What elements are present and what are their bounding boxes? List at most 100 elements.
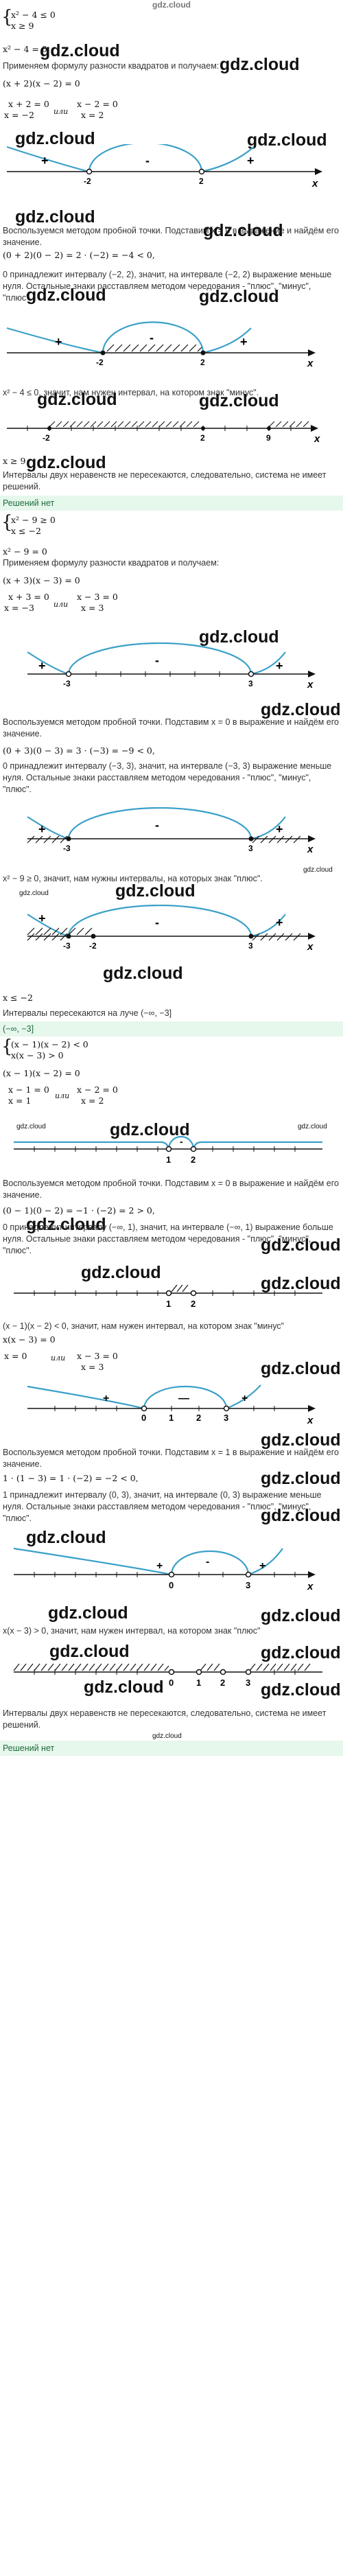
tick-marks (34, 1290, 296, 1296)
axis-label: x (307, 844, 314, 855)
point (220, 1669, 226, 1675)
tick-marks (34, 1146, 296, 1152)
root-eq: x − 3 = 0 (77, 1351, 118, 1361)
tick-marks (54, 1406, 275, 1411)
paragraph: Интервалы пересекаются на луче (−∞, −3] (3, 1008, 172, 1018)
sign-arc (248, 1548, 283, 1576)
watermark: gdz.cloud (26, 286, 106, 305)
point (196, 1669, 202, 1675)
watermark: gdz.cloud (261, 1680, 341, 1699)
point (168, 1669, 175, 1675)
watermark: gdz.cloud (49, 1642, 130, 1661)
sign: - (206, 1556, 209, 1568)
system-line: x ≤ −2 (11, 526, 41, 536)
tick-label: 2 (220, 1678, 225, 1688)
sign-arc (102, 321, 204, 353)
sign: + (241, 1393, 248, 1404)
equation: (0 + 3)(0 − 3) = 3 · (−3) = −9 < 0, (3, 745, 155, 756)
paragraph: x² − 4 ≤ 0, значит, нам нужен интервал, … (3, 388, 259, 397)
tick-label: 0 (169, 1580, 174, 1590)
paragraph: Воспользуемся методом пробной точки. Под… (3, 717, 339, 739)
sign-arc (67, 905, 252, 937)
number-line: + - + -2 2 x (6, 144, 322, 189)
paragraph: Интервалы двух неравенств не пересекаютс… (3, 470, 327, 491)
sign-arc (27, 816, 69, 840)
tick-label: 2 (191, 1299, 196, 1309)
tick-label: 9 (266, 433, 271, 443)
tick-label: 1 (166, 1299, 171, 1309)
or-label: или (54, 600, 69, 609)
hatching (106, 344, 202, 352)
number-line: + — + 0 1 2 3 x (27, 1384, 316, 1426)
equation: (x + 3)(x − 3) = 0 (3, 575, 80, 585)
watermark: gdz.cloud (261, 1469, 341, 1488)
hatching (13, 1663, 311, 1671)
number-line: + - + 0 3 x (13, 1547, 316, 1592)
number-line: 0 1 2 3 (13, 1663, 322, 1688)
tick-label: 2 (199, 176, 204, 186)
sign-arc (226, 1384, 261, 1410)
sign-arc (143, 1385, 228, 1409)
tick-label: 0 (169, 1678, 174, 1688)
system-line: x(x − 3) > 0 (11, 1050, 64, 1060)
system-brace: { (1, 512, 13, 533)
paragraph: Воспользуемся методом пробной точки. Под… (3, 1179, 339, 1200)
sign: + (41, 154, 49, 167)
watermark-small: gdz.cloud (19, 890, 49, 897)
site-logo[interactable]: gdz.cloud (152, 0, 191, 10)
watermark: gdz.cloud (48, 1603, 128, 1623)
point (248, 836, 254, 842)
sign-arc (202, 327, 252, 354)
sign: + (55, 335, 62, 349)
number-line: + - + -3 3 x (27, 642, 316, 691)
point (66, 836, 71, 842)
point (248, 933, 254, 939)
tick-label: 1 (196, 1678, 201, 1688)
axis-arrow (311, 425, 318, 432)
system-line: x² − 9 ≥ 0 (11, 515, 56, 525)
inequality: x ≥ 9 (3, 456, 26, 466)
or-label: или (51, 1354, 66, 1362)
watermark: gdz.cloud (199, 287, 279, 306)
sign-arc (67, 642, 252, 675)
point (100, 350, 106, 356)
point (141, 1405, 147, 1412)
hatching (27, 835, 301, 844)
root-eq: x + 2 = 0 (8, 99, 49, 109)
point (200, 350, 206, 356)
sign: - (180, 1136, 183, 1147)
watermark: gdz.cloud (103, 964, 183, 983)
paragraph: (x − 1)(x − 2) < 0, значит, нам нужен ин… (3, 1321, 285, 1331)
sign: + (38, 822, 46, 836)
watermark: gdz.cloud (199, 627, 279, 647)
point (91, 933, 96, 939)
sign-arc (88, 144, 203, 172)
tick-label: -3 (63, 941, 71, 951)
point (47, 426, 51, 430)
paragraph: x(x − 3) > 0, значит, нам нужен интервал… (3, 1626, 261, 1636)
sign-arc (67, 807, 252, 839)
paragraph: 0 принадлежит интервалу (−3, 3), значит,… (3, 761, 332, 794)
watermark: gdz.cloud (261, 1430, 341, 1450)
point (65, 671, 72, 677)
watermark-small: gdz.cloud (16, 1123, 46, 1130)
axis-label: x (307, 1415, 314, 1426)
watermark: gdz.cloud (203, 221, 283, 240)
tick-label: 3 (246, 1580, 250, 1590)
sign-arc (13, 1547, 172, 1576)
sign-arc (250, 914, 286, 938)
sign: + (259, 1560, 265, 1572)
number-line: + - + -2 2 x (6, 321, 316, 369)
sign: - (155, 653, 159, 667)
watermark: gdz.cloud (261, 1643, 341, 1662)
tick-marks (34, 1572, 296, 1577)
paragraph: Воспользуемся методом пробной точки. Под… (3, 1448, 339, 1469)
root-eq: x − 2 = 0 (77, 99, 118, 109)
sign-arc (167, 1135, 195, 1150)
point (66, 933, 71, 939)
sign-arc (27, 1385, 145, 1410)
paragraph: 1 принадлежит интервалу (0, 3), значит, … (3, 1490, 322, 1523)
point (165, 1290, 172, 1297)
watermark: gdz.cloud (261, 700, 341, 719)
watermark: gdz.cloud (84, 1678, 164, 1697)
